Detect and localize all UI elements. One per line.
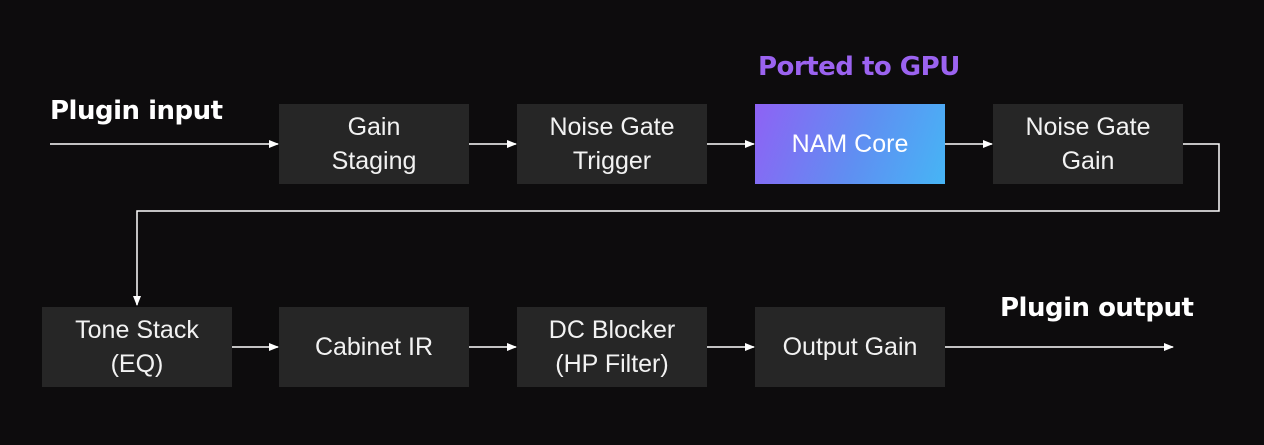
block-label: Gain Staging [331,113,417,175]
block-label: Tone Stack (EQ) [75,316,199,378]
block-dc-blocker: DC Blocker (HP Filter) [517,307,707,387]
arrow-wrap-to-tone-stack [133,143,1220,306]
block-noise-gate-trigger: Noise Gate Trigger [517,104,707,184]
block-noise-gate-gain: Noise Gate Gain [993,104,1183,184]
block-label: Noise Gate Trigger [549,113,675,175]
block-label: Output Gain [782,333,918,361]
ported-to-gpu-label: Ported to GPU [758,52,960,82]
block-label: NAM Core [791,130,909,158]
plugin-output-label: Plugin output [1000,293,1194,323]
block-nam-core: NAM Core [755,104,945,184]
block-label: DC Blocker (HP Filter) [548,316,676,378]
block-gain-staging: Gain Staging [279,104,469,184]
plugin-input-label: Plugin input [50,96,223,126]
block-output-gain: Output Gain [755,307,945,387]
block-label: Noise Gate Gain [1025,113,1151,175]
block-label: Cabinet IR [314,333,434,361]
block-tone-stack: Tone Stack (EQ) [42,307,232,387]
block-cabinet-ir: Cabinet IR [279,307,469,387]
